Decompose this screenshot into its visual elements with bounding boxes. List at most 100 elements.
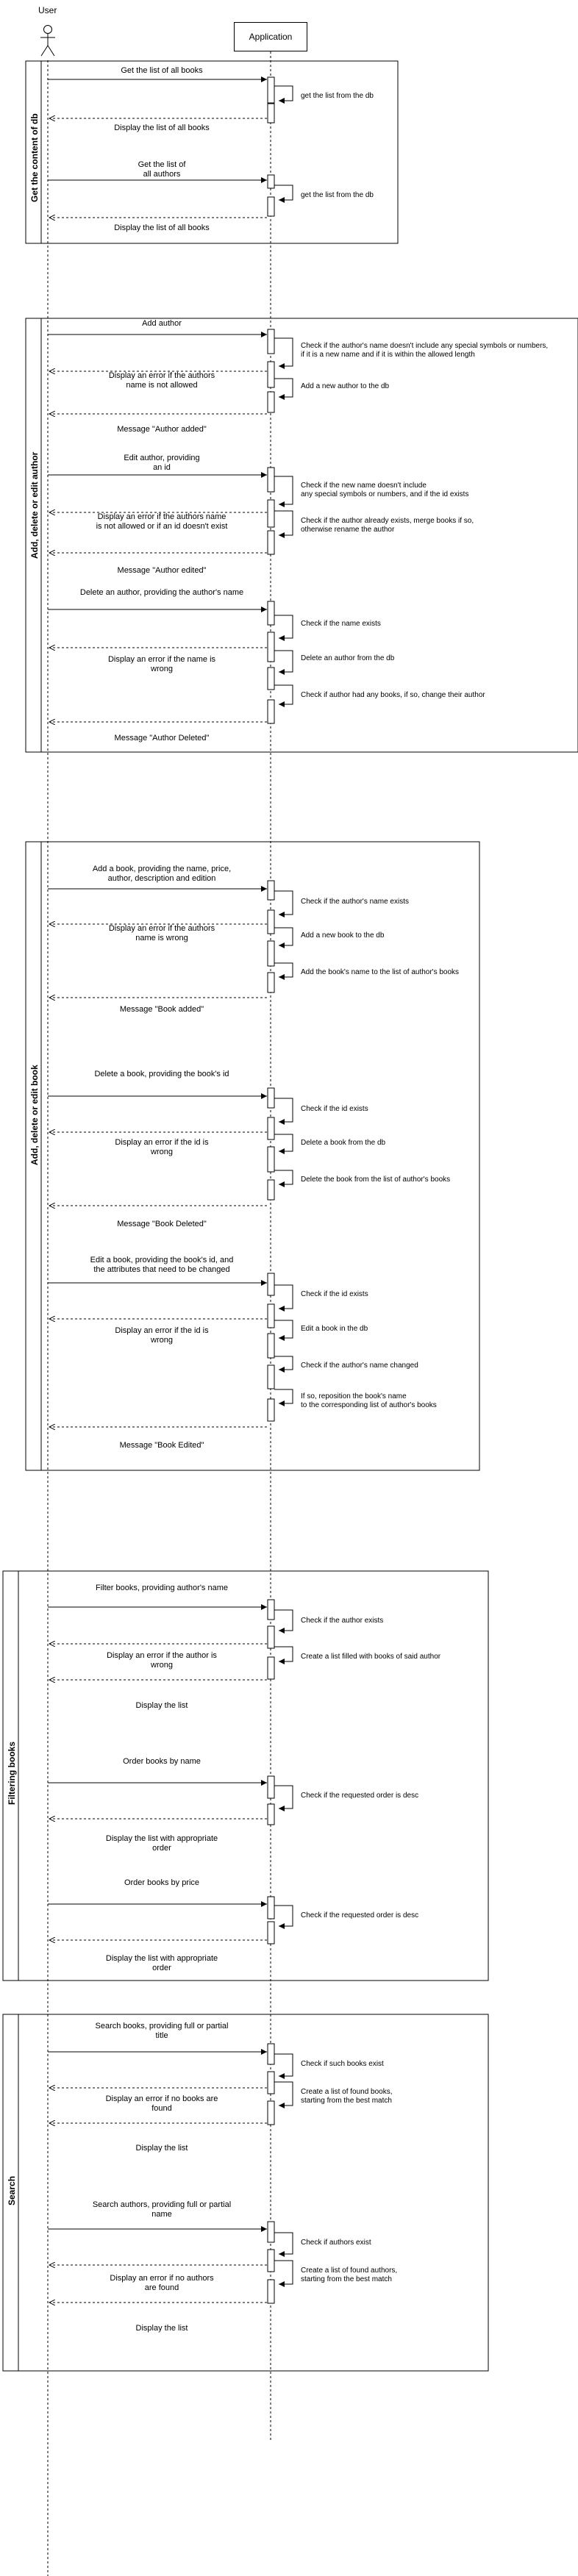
activation-bar — [267, 909, 275, 934]
self-call-label: Check if author had any books, if so, ch… — [301, 691, 485, 699]
self-call-arrow — [274, 2053, 293, 2079]
self-call-label: Check if the author's name doesn't inclu… — [301, 342, 549, 359]
frame-title-search: Search — [7, 2175, 17, 2205]
activation-bar — [267, 467, 275, 493]
self-call-label: Check if the new name doesn't include an… — [301, 482, 469, 498]
self-call-arrow — [274, 1389, 293, 1406]
activation-bar — [267, 940, 275, 967]
self-call-label: Edit a book in the db — [301, 1325, 368, 1333]
self-call-arrow — [274, 1785, 293, 1811]
application-label: Application — [249, 32, 293, 42]
activation-bar — [267, 2100, 275, 2125]
self-call-arrow — [274, 85, 293, 104]
msg-label: Display the list with appropriate order — [105, 1834, 218, 1853]
msg-label: Message "Author Deleted" — [114, 734, 210, 743]
msg-label: Message "Book added" — [119, 1005, 204, 1014]
self-call-label: Check if the requested order is desc — [301, 1792, 419, 1800]
activation-bar — [267, 1398, 275, 1422]
msg-label: Display an error if the author is wrong — [107, 1651, 217, 1670]
msg-label: Search authors, providing full or partia… — [92, 2200, 232, 2219]
activation-bar — [267, 1656, 275, 1680]
frame-title-filtering: Filtering books — [7, 1741, 17, 1805]
activation-bar — [267, 972, 275, 993]
activation-bar — [267, 1303, 275, 1328]
activation-bar — [267, 1117, 275, 1140]
msg-label: Message "Author added" — [117, 425, 207, 434]
activation-bar — [267, 1896, 275, 1920]
activation-bar — [267, 1803, 275, 1825]
activation-bar — [267, 174, 275, 189]
activation-bar — [267, 2249, 275, 2272]
msg-label: Order books by price — [124, 1878, 200, 1887]
self-call-arrow — [274, 684, 293, 707]
self-call-arrow — [274, 1905, 293, 1929]
activation-bar — [267, 632, 275, 662]
msg-label: Display an error if the id is wrong — [115, 1326, 209, 1345]
self-call-label: Check if the id exists — [301, 1105, 368, 1113]
activation-bar — [267, 2279, 275, 2304]
self-call-label: Add the book's name to the list of autho… — [301, 968, 460, 976]
msg-label: Display the list — [135, 2324, 188, 2333]
activation-bar — [267, 601, 275, 626]
frame-box — [2, 1570, 489, 1981]
msg-label: Search books, providing full or partial … — [95, 2022, 229, 2040]
msg-label: Display the list of all books — [114, 223, 210, 232]
msg-label: Display an error if the authors name is … — [108, 924, 215, 942]
frame-title-author: Add, delete or edit author — [29, 451, 40, 559]
msg-label: Message "Book Edited" — [119, 1441, 204, 1450]
activation-bar — [267, 329, 275, 354]
msg-label: Edit author, providing an id — [124, 454, 200, 472]
msg-label: Display an error if no books are found — [105, 2094, 218, 2113]
self-call-label: Create a list of found authors, starting… — [301, 2266, 398, 2283]
activation-bar — [267, 699, 275, 724]
frame-box — [25, 841, 480, 1471]
activation-bar — [267, 499, 275, 528]
msg-label: Message "Book Deleted" — [117, 1220, 207, 1228]
self-call-label: If so, reposition the book's name to the… — [301, 1392, 437, 1409]
self-call-arrow — [274, 2081, 293, 2108]
msg-label: Display an error if the id is wrong — [115, 1138, 209, 1156]
frame-box — [25, 318, 578, 753]
activation-bar — [267, 1179, 275, 1201]
activation-bar — [267, 2071, 275, 2094]
activation-bar — [267, 1364, 275, 1389]
self-call-arrow — [274, 1646, 293, 1664]
self-call-arrow — [274, 476, 293, 507]
msg-label: Delete a book, providing the book's id — [94, 1070, 229, 1078]
self-call-arrow — [274, 510, 293, 538]
msg-label: Edit a book, providing the book's id, an… — [90, 1256, 234, 1274]
self-call-arrow — [274, 1170, 293, 1187]
self-call-arrow — [274, 1134, 293, 1154]
self-call-label: Check if authors exist — [301, 2239, 371, 2247]
self-call-label: Add a new book to the db — [301, 931, 385, 940]
activation-bar — [267, 1087, 275, 1109]
activation-bar — [267, 76, 275, 104]
self-call-arrow — [274, 650, 293, 675]
frame-title-get-content: Get the content of db — [29, 113, 40, 202]
self-call-arrow — [274, 337, 293, 369]
self-call-arrow — [274, 378, 293, 400]
actor-user-label: User — [38, 5, 57, 15]
activation-bar — [267, 361, 275, 388]
activation-bar — [267, 530, 275, 555]
self-call-arrow — [274, 1284, 293, 1312]
self-call-label: Check if the author already exists, merg… — [301, 517, 474, 534]
self-call-label: Check if the id exists — [301, 1290, 368, 1298]
msg-label: Filter books, providing author's name — [95, 1584, 229, 1592]
self-call-arrow — [274, 1356, 293, 1373]
activation-bar — [267, 1333, 275, 1359]
self-call-label: Delete the book from the list of author'… — [301, 1176, 451, 1184]
msg-label: Get the list of all books — [121, 66, 203, 75]
msg-label: Display an error if no authors are found — [110, 2274, 214, 2292]
activation-bar — [267, 1921, 275, 1944]
activation-bar — [267, 103, 275, 124]
lifeline-layer — [47, 51, 271, 2576]
activation-bar — [267, 1775, 275, 1799]
self-call-arrow — [274, 1609, 293, 1634]
msg-label: Delete an author, providing the author's… — [79, 588, 244, 597]
msg-label: Get the list of all authors — [138, 160, 186, 179]
msg-label: Display an error if the authors name is … — [108, 371, 215, 390]
self-call-arrow — [274, 185, 293, 203]
self-call-arrow — [274, 962, 293, 980]
